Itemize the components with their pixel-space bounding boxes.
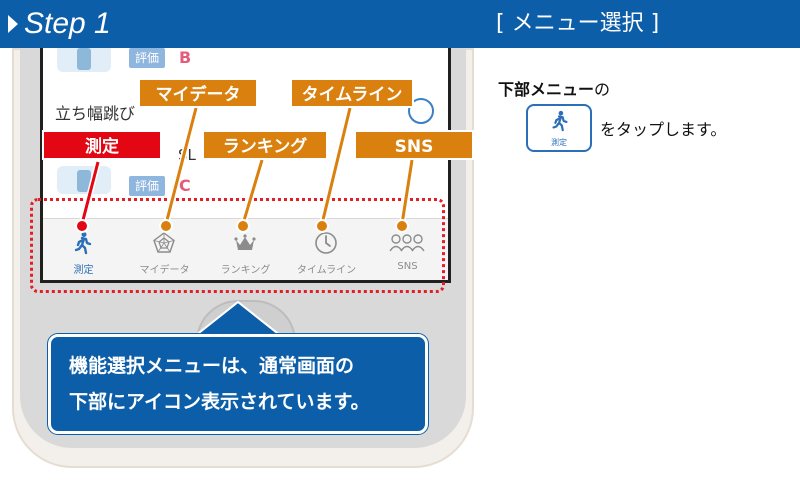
callout-measure: 測定 bbox=[42, 130, 162, 160]
callout-ranking: ランキング bbox=[202, 130, 328, 160]
step-label: Step 1 bbox=[24, 7, 111, 40]
tab-label: SNS bbox=[397, 261, 418, 272]
people-group-icon bbox=[389, 234, 425, 252]
header-bar: Step 1 [ メニュー選択 ] bbox=[0, 0, 800, 48]
tab-timeline[interactable]: タイムライン bbox=[286, 219, 367, 280]
partial-text: SL bbox=[178, 146, 196, 164]
info-line-1: 機能選択メニューは、通常画面の bbox=[69, 355, 355, 377]
instruction-particle: の bbox=[594, 80, 611, 99]
step-arrow-icon bbox=[8, 15, 18, 33]
test-name: 立ち幅跳び bbox=[55, 104, 136, 123]
walking-person-icon bbox=[74, 232, 92, 255]
instruction-line-2: をタップします。 bbox=[600, 120, 727, 139]
tab-ranking[interactable]: ランキング bbox=[205, 219, 286, 280]
tab-mydata[interactable]: マイデータ bbox=[124, 219, 205, 280]
info-line-2: 下部にアイコン表示されています。 bbox=[69, 391, 370, 413]
instruction-bold: 下部メニュー bbox=[498, 80, 595, 99]
test-thumbnail bbox=[57, 166, 111, 194]
callout-timeline: タイムライン bbox=[290, 78, 414, 108]
section-title: [ メニュー選択 ] bbox=[496, 11, 660, 36]
instruction-line-1: 下部メニューの bbox=[498, 76, 610, 100]
tab-label: マイデータ bbox=[139, 265, 190, 276]
menu-highlight-frame bbox=[30, 198, 445, 293]
info-box: 機能選択メニューは、通常画面の 下部にアイコン表示されています。 bbox=[48, 334, 428, 434]
tab-label: タイムライン bbox=[296, 265, 357, 276]
test-thumbnail bbox=[57, 48, 111, 72]
step-title: Step 1 bbox=[8, 6, 111, 42]
tab-label: ランキング bbox=[220, 265, 271, 276]
eval-badge: 評価 bbox=[129, 176, 166, 196]
callout-mydata: マイデータ bbox=[138, 78, 258, 108]
callout-sns: SNS bbox=[354, 130, 474, 160]
eval-badge: 評価 bbox=[129, 48, 166, 68]
pentagon-chart-icon bbox=[153, 232, 175, 253]
clock-icon bbox=[315, 232, 337, 254]
tab-label: 測定 bbox=[73, 265, 94, 276]
walking-person-icon bbox=[552, 110, 568, 132]
record-circle-icon[interactable] bbox=[408, 98, 434, 124]
grade-value: C bbox=[179, 176, 191, 195]
crown-icon bbox=[234, 234, 256, 250]
tab-sns[interactable]: SNS bbox=[367, 219, 448, 280]
measure-tab-icon-example: 測定 bbox=[526, 104, 592, 152]
tab-measure[interactable]: 測定 bbox=[43, 219, 124, 280]
grade-value: B bbox=[179, 48, 192, 67]
icon-label: 測定 bbox=[551, 138, 567, 147]
